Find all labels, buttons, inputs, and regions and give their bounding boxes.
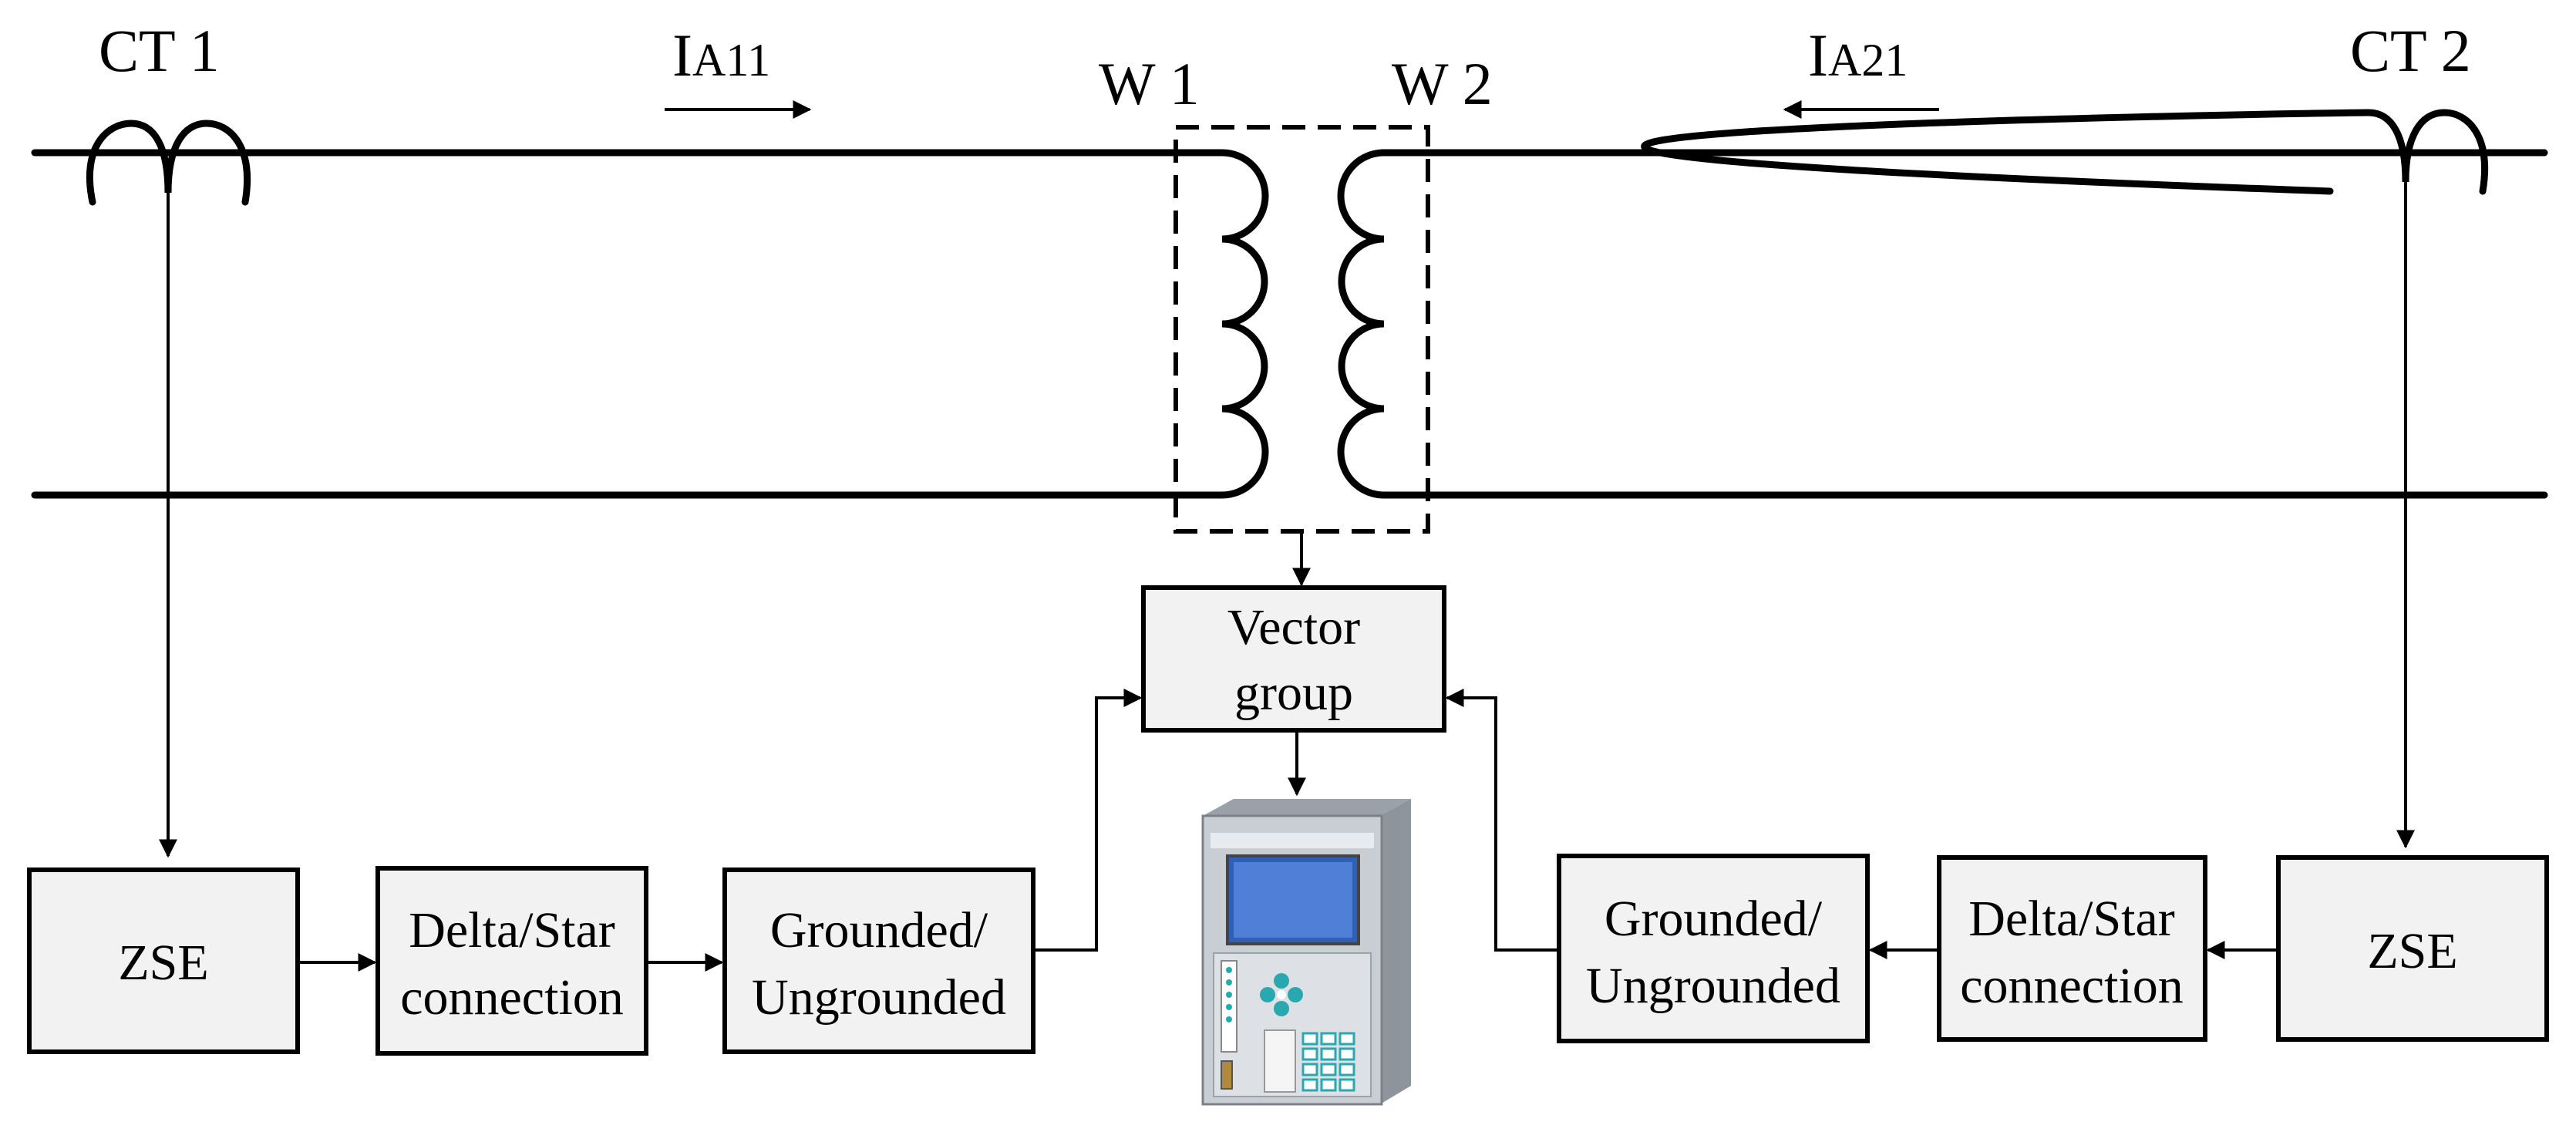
vector-group-box	[1141, 585, 1446, 733]
right-delta-star-line1: Delta/Star	[1968, 891, 2175, 947]
right-grounded-line1: Grounded/	[1605, 891, 1823, 947]
left-delta-star-line1: Delta/Star	[409, 902, 615, 958]
ct2-label: CT 2	[2350, 17, 2471, 84]
left-grounded-line1: Grounded/	[770, 902, 988, 958]
protection-relay-device-icon	[1201, 799, 1411, 1106]
current-ia11-sub: A11	[692, 35, 770, 86]
ct2-icon	[1641, 109, 2489, 195]
right-grounded-to-vector-arrow	[1445, 689, 1559, 952]
winding-w2-coil	[1337, 149, 1388, 499]
transformer-enclosure	[1174, 125, 1430, 534]
winding-w1-coil	[1218, 149, 1269, 499]
winding-w2-label: W 2	[1392, 50, 1493, 117]
vector-group-line1: Vector	[1227, 599, 1360, 655]
winding-w1-label: W 1	[1099, 50, 1200, 117]
left-grounded-to-vector-arrow	[1033, 689, 1143, 952]
ct1-icon	[86, 120, 251, 206]
right-grounded-line2: Ungrounded	[1586, 958, 1840, 1014]
current-ia21-main: I	[1808, 22, 1828, 89]
left-delta-star-line2: connection	[400, 969, 624, 1026]
left-delta-star-box	[375, 866, 648, 1056]
left-zse-label: ZSE	[118, 935, 208, 991]
current-ia21-label: IA21	[1808, 22, 1908, 89]
vector-group-line2: group	[1234, 665, 1353, 721]
current-ia11-label: IA11	[672, 22, 770, 89]
ct1-label: CT 1	[99, 17, 220, 84]
left-zse-box	[27, 868, 300, 1054]
current-ia21-sub: A21	[1828, 35, 1908, 86]
left-grounded-line2: Ungrounded	[752, 969, 1006, 1026]
left-grounded-box	[722, 868, 1035, 1054]
right-delta-star-line2: connection	[1960, 958, 2184, 1014]
right-grounded-box	[1557, 854, 1870, 1043]
right-zse-label: ZSE	[2367, 923, 2457, 979]
current-ia11-main: I	[672, 22, 692, 89]
